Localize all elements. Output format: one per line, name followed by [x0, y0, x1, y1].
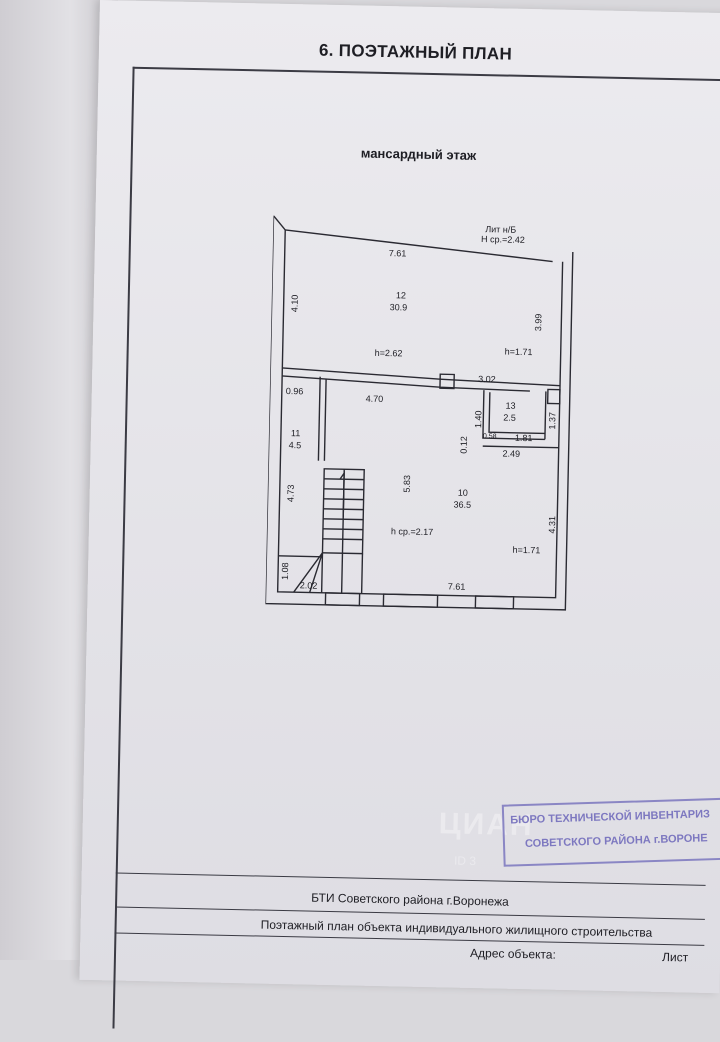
room13-walls-inner — [488, 392, 546, 435]
room11-number: 11 — [290, 428, 301, 439]
stamp-line-2: СОВЕТСКОГО РАЙОНА г.ВОРОНЕ — [524, 832, 708, 851]
partition-wall — [282, 367, 561, 387]
room13-side — [544, 391, 547, 440]
dim-room13-height: 1.40 — [473, 410, 484, 429]
floor-plan: Лит н/Б Н ср.=2.42 7.61 4.10 3.99 12 30.… — [265, 215, 593, 623]
dim-partition-right: 3.02 — [478, 374, 496, 385]
footer-address-label: Адрес объекта: — [469, 945, 557, 962]
room13-walls — [482, 390, 545, 441]
outer-wall-inner — [276, 229, 564, 599]
building-liter: Лит н/Б — [485, 224, 517, 235]
dim-room11-left: 4.73 — [285, 484, 296, 503]
corridor-line — [482, 445, 559, 449]
stair-arrow — [339, 470, 345, 518]
window — [474, 595, 515, 610]
room11-wall — [317, 376, 321, 461]
dim-room13-gap: 0.58 — [482, 433, 497, 441]
room13-number: 13 — [505, 400, 516, 411]
dim-room11-top: 0.96 — [285, 385, 304, 397]
dim-room12-left: 4.10 — [289, 294, 300, 313]
dim-room12-right: 3.99 — [533, 313, 544, 332]
bti-stamp: БЮРО ТЕХНИЧЕСКОЙ ИНВЕНТАРИЗ СОВЕТСКОГО Р… — [501, 797, 720, 867]
top-wall — [272, 215, 286, 231]
low-ceiling-line — [278, 555, 323, 558]
building-avg-height: Н ср.=2.42 — [480, 234, 525, 245]
window — [324, 592, 361, 607]
dim-stair-bottom: 2.02 — [299, 580, 318, 591]
dim-corridor-width: 2.49 — [502, 448, 521, 459]
dim-top-width: 7.61 — [388, 248, 407, 259]
room12-height: h=2.62 — [374, 347, 403, 359]
room10-low-height: h=1.71 — [512, 544, 541, 556]
dim-corridor-offset: 0.12 — [458, 436, 469, 454]
room10-number: 10 — [457, 487, 468, 498]
winder-stairs — [293, 552, 364, 594]
dim-room13-right: 1.37 — [547, 411, 558, 430]
room12-area: 30.9 — [389, 302, 408, 313]
dim-low-ceiling: 1.08 — [279, 562, 291, 581]
document-sheet: 6. ПОЭТАЖНЫЙ ПЛАН мансардный этаж — [79, 0, 720, 1041]
room11-wall-inner — [323, 378, 327, 461]
dim-room13-width: 1.81 — [514, 432, 533, 444]
dim-bottom-width: 7.61 — [447, 581, 466, 592]
floor-plan-drawing — [265, 215, 574, 611]
dim-room10-top: 4.70 — [365, 393, 384, 405]
room12-number: 12 — [395, 290, 406, 301]
room10-area: 36.5 — [453, 499, 472, 510]
window — [382, 593, 439, 608]
floor-name: мансардный этаж — [360, 145, 477, 163]
room10-height: h ср.=2.17 — [390, 526, 434, 538]
room12-low-height: h=1.71 — [504, 346, 533, 358]
footer-sheet-label: Лист — [661, 949, 689, 965]
dim-room10-depth: 5.83 — [401, 474, 413, 493]
section-heading: 6. ПОЭТАЖНЫЙ ПЛАН — [318, 40, 513, 64]
window — [546, 388, 561, 405]
room13-area: 2.5 — [503, 412, 516, 423]
watermark-id: ID 3 — [453, 853, 477, 869]
chimney — [439, 373, 455, 390]
room11-area: 4.5 — [288, 440, 302, 451]
roof-line — [285, 229, 553, 263]
stamp-line-1: БЮРО ТЕХНИЧЕСКОЙ ИНВЕНТАРИЗ — [510, 808, 711, 827]
dim-room10-right: 4.31 — [546, 515, 558, 534]
